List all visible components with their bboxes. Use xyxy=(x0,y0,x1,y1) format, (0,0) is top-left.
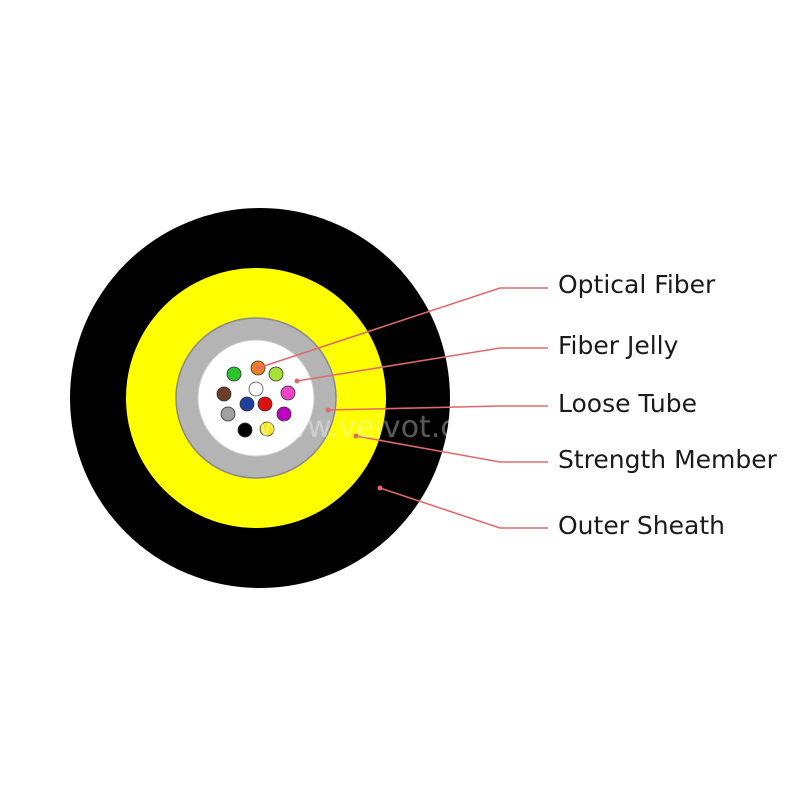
optical-fiber-leader-line xyxy=(257,287,548,369)
fiber-yellow xyxy=(259,421,275,437)
outer-sheath-label: Outer Sheath xyxy=(558,511,725,540)
component-labels: Optical Fiber Fiber Jelly Loose Tube Str… xyxy=(558,270,778,540)
fiber-pink xyxy=(280,385,296,401)
loose-tube-leader-line xyxy=(327,405,548,411)
outer-sheath-leader-line xyxy=(379,487,548,529)
fiber-black xyxy=(237,422,253,438)
fiber-jelly-label: Fiber Jelly xyxy=(558,331,679,360)
fiber-green xyxy=(226,366,242,382)
cable-cross-section xyxy=(70,208,450,588)
fiber-brown xyxy=(216,386,232,402)
fiber-purple xyxy=(276,406,292,422)
fiber-blue xyxy=(239,396,255,412)
fiber-grey xyxy=(220,406,236,422)
fiber-light-green xyxy=(268,366,284,382)
strength-member-label: Strength Member xyxy=(558,445,778,474)
optical-fibers xyxy=(216,360,296,438)
leader-lines xyxy=(255,287,548,529)
fiber-red xyxy=(257,396,273,412)
fiber-jelly-layer xyxy=(197,339,315,457)
optical-fiber-label: Optical Fiber xyxy=(558,270,716,299)
watermark-text: www.veivot.com xyxy=(258,410,504,445)
fiber-jelly-leader-line xyxy=(296,347,548,382)
strength-member-leader-line xyxy=(355,435,548,463)
fiber-white xyxy=(248,381,264,397)
loose-tube-label: Loose Tube xyxy=(558,389,697,418)
